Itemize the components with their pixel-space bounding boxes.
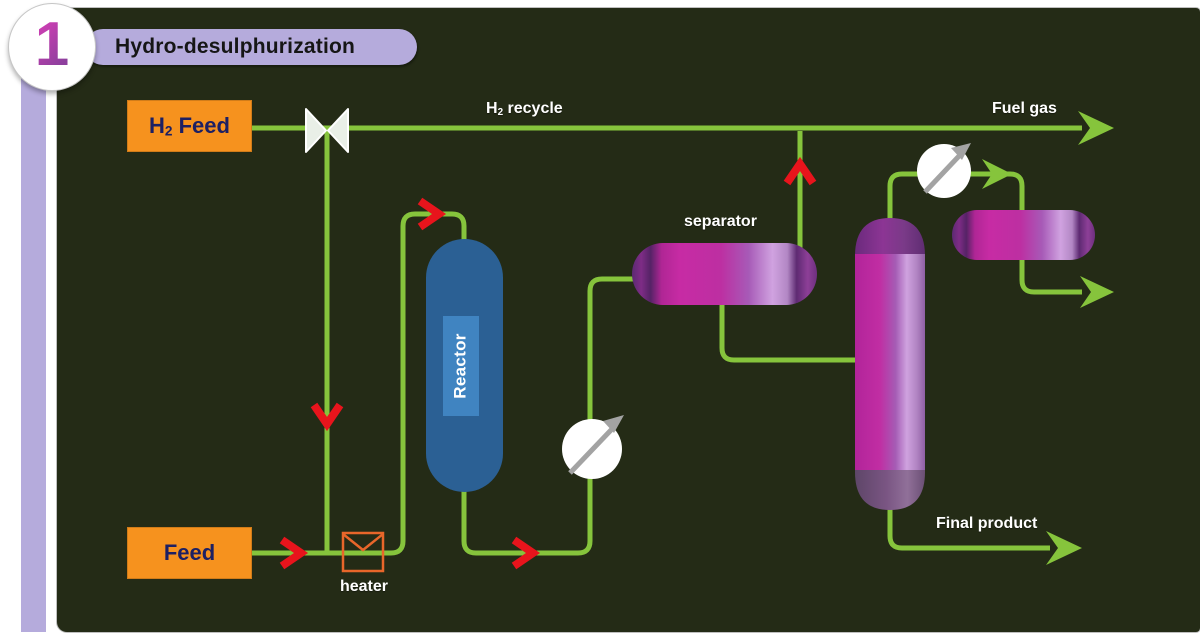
accent-side-bar bbox=[21, 55, 46, 632]
step-number-badge: 1 bbox=[8, 3, 96, 91]
drum-outlet-arrowhead bbox=[1080, 276, 1114, 308]
page-title: Hydro-desulphurization bbox=[115, 35, 356, 58]
h2-feed-box: H2 Feed bbox=[127, 100, 252, 152]
red-arrow-reactor-outlet bbox=[511, 536, 541, 570]
circle-diagonal-arrow-compressor-icon bbox=[917, 143, 971, 198]
envelope-square-heater-icon bbox=[341, 531, 385, 573]
h2-recycle-label: H2 recycle bbox=[486, 100, 563, 118]
bowtie-valve-icon bbox=[305, 108, 349, 153]
flash-drum-vessel bbox=[952, 210, 1095, 260]
pipe-feed-to-reactor bbox=[252, 211, 467, 556]
feed-box: Feed bbox=[127, 527, 252, 579]
heater-label: heater bbox=[339, 578, 389, 595]
pipe-drum-outlet bbox=[1019, 252, 1082, 295]
separator-label: separator bbox=[684, 213, 757, 230]
column-bottom-dome bbox=[855, 470, 925, 510]
final-product-label: Final product bbox=[936, 515, 1038, 532]
fuel-gas-arrowhead bbox=[1078, 111, 1114, 145]
red-arrow-valve-drop bbox=[310, 402, 344, 432]
drum-line-arrowhead bbox=[982, 159, 1012, 189]
column-top-dome bbox=[855, 218, 925, 256]
title-pill: Hydro-desulphurization bbox=[85, 29, 417, 65]
separator-vessel bbox=[632, 243, 817, 305]
pipe-final-product bbox=[887, 502, 1050, 551]
fuel-gas-label: Fuel gas bbox=[992, 100, 1057, 117]
red-arrow-separator-riser bbox=[783, 156, 817, 186]
pipe-reactor-to-separator bbox=[461, 276, 645, 556]
red-arrow-reactor-inlet bbox=[417, 197, 447, 231]
final-product-arrowhead bbox=[1046, 531, 1082, 565]
pipe-separator-to-column bbox=[719, 300, 862, 363]
step-number: 1 bbox=[34, 10, 70, 79]
circle-diagonal-arrow-pump-icon bbox=[562, 415, 624, 479]
red-arrow-feed bbox=[279, 536, 309, 570]
reactor-label: Reactor bbox=[443, 316, 479, 416]
column-body bbox=[855, 254, 925, 471]
h2-feed-label: H2 Feed bbox=[149, 113, 230, 139]
feed-label: Feed bbox=[163, 540, 216, 565]
